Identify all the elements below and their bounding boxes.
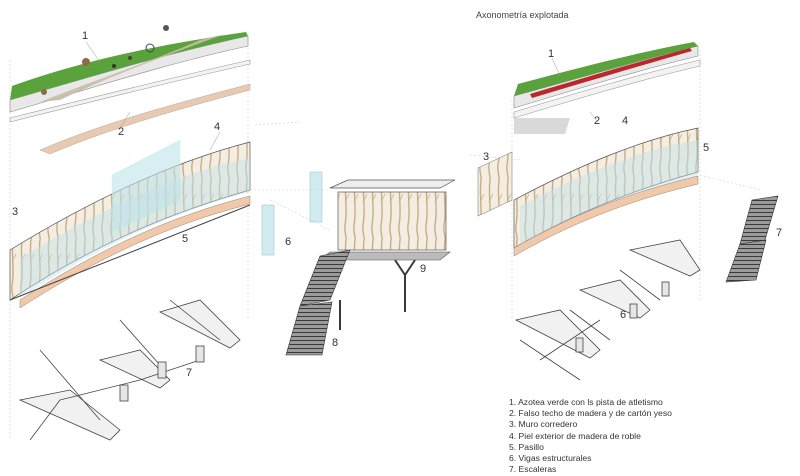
left-label-6: 6: [285, 236, 291, 248]
left-label-9: 9: [420, 263, 426, 275]
right-label-7: 7: [776, 227, 782, 239]
left-green-roof: [9, 25, 249, 113]
right-label-6: 6: [620, 309, 626, 321]
left-corridor: [9, 139, 251, 309]
left-label-4: 4: [214, 121, 220, 133]
legend: 1. Azotea verde con ls pista de atletism…: [509, 397, 672, 475]
left-label-1: 1: [82, 30, 88, 42]
right-number-labels: 1 2 3 4 5 6 7: [483, 48, 782, 321]
legend-item: 5. Pasillo: [509, 441, 544, 452]
right-corridor: [513, 127, 699, 257]
left-stairs: [285, 249, 351, 356]
right-label-4: 4: [622, 115, 628, 127]
legend-item: 4. Piel exterior de madera de roble: [509, 430, 641, 441]
left-glass-panels: [261, 171, 323, 256]
left-label-8: 8: [332, 337, 338, 349]
legend-item: 2. Falso techo de madera y de cartón yes…: [509, 408, 672, 419]
right-stairs: [725, 195, 779, 283]
right-label-2: 2: [594, 115, 600, 127]
right-sliding-wall: [477, 151, 513, 217]
left-label-5: 5: [182, 233, 188, 245]
legend-item: 1. Azotea verde con ls pista de atletism…: [509, 397, 663, 407]
right-false-ceiling: [513, 59, 701, 134]
left-number-labels: 1 2 3 4 5 6 7 8 9: [12, 30, 426, 379]
left-label-3: 3: [12, 206, 18, 218]
right-label-3: 3: [483, 151, 489, 163]
left-structural-beams: [18, 299, 241, 441]
left-label-2: 2: [118, 126, 124, 138]
legend-item: 3. Muro corredero: [509, 419, 578, 430]
legend-item: 7. Escaleras: [509, 464, 557, 475]
right-running-track-roof: [513, 42, 699, 109]
sheet-title: Axonometría explotada: [476, 10, 569, 20]
left-bridge-volume: [319, 179, 456, 312]
right-structural-beams: [514, 239, 701, 381]
leader-lines: [85, 41, 599, 151]
left-label-7: 7: [186, 367, 192, 379]
right-label-5: 5: [703, 142, 709, 154]
right-label-1: 1: [548, 48, 554, 60]
left-false-ceiling: [9, 59, 251, 155]
legend-item: 6. Vigas estructurales: [509, 453, 592, 464]
